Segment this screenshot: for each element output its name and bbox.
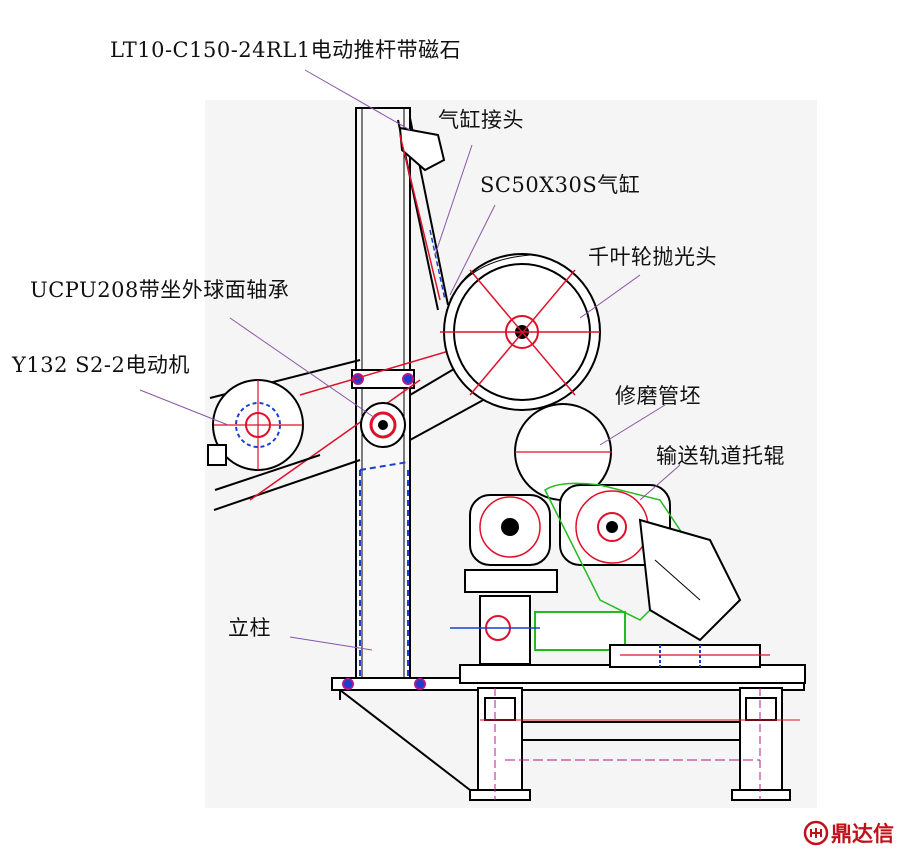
label-flap-wheel: 千叶轮抛光头 (588, 245, 717, 269)
label-bearing: UCPU208带坐外球面轴承 (30, 278, 290, 302)
label-actuator: LT10-C150-24RL1电动推杆带磁石 (110, 38, 462, 62)
watermark-logo-icon (803, 820, 829, 846)
actuator-arm (397, 117, 449, 311)
leader-motor (139, 389, 229, 426)
leader-column (289, 636, 373, 651)
label-cylinder: SC50X30S气缸 (480, 173, 641, 197)
base-frame (331, 664, 806, 801)
label-tube-blank: 修磨管坯 (615, 384, 701, 408)
flap-wheel (440, 253, 601, 411)
bearing (360, 402, 406, 448)
leader-actuator (304, 69, 411, 131)
watermark-text: 鼎达信 (831, 822, 894, 846)
leader-roller (639, 464, 681, 501)
leader-lines (139, 69, 681, 651)
conveyor-roller (450, 482, 770, 668)
label-roller: 输送轨道托辊 (656, 444, 785, 468)
leader-tube-blank (599, 404, 666, 446)
leader-cylinder-joint (434, 144, 473, 256)
leader-cylinder (449, 204, 496, 296)
leader-flap-wheel (579, 274, 641, 319)
motor (207, 379, 321, 491)
leader-bearing (229, 317, 376, 419)
label-motor: Y132 S2-2电动机 (12, 353, 190, 377)
watermark: 鼎达信 (803, 818, 894, 848)
label-cylinder-joint: 气缸接头 (438, 108, 524, 132)
label-column: 立柱 (228, 616, 271, 640)
column (351, 107, 415, 681)
